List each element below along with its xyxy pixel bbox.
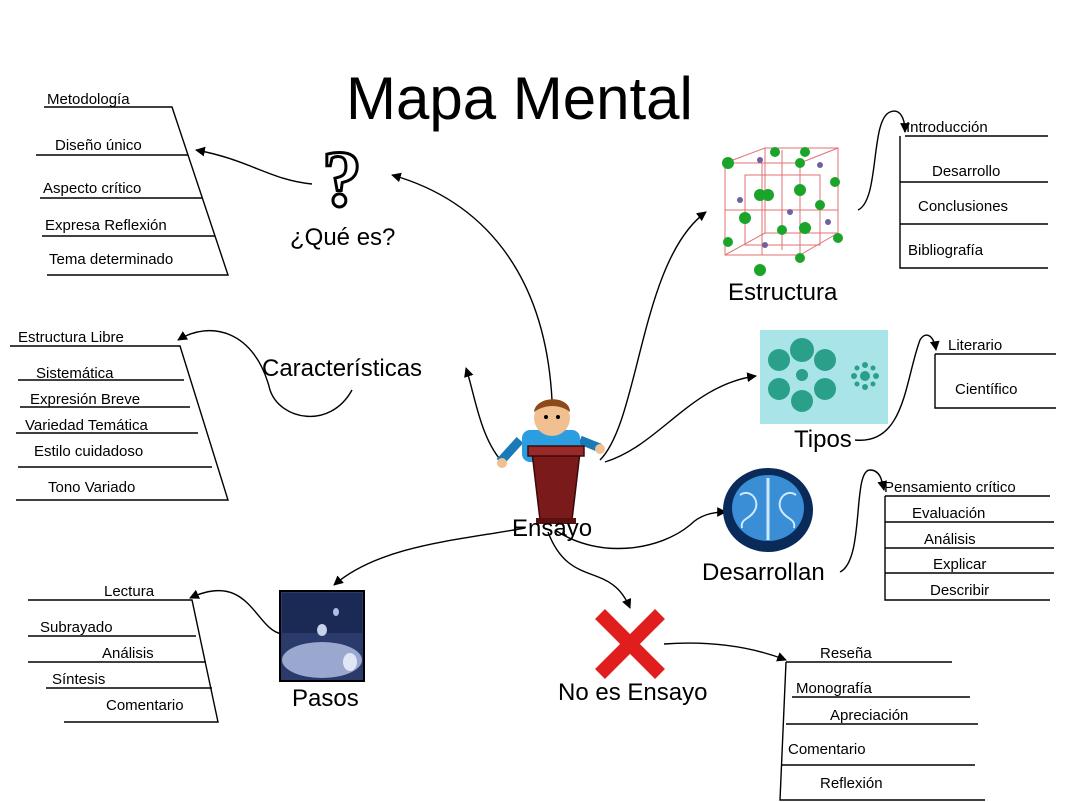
estructura-item: Bibliografía [908, 242, 984, 259]
desarrollan-item: Explicar [933, 556, 987, 573]
desarrollan-item: Análisis [924, 531, 976, 548]
caracteristicas-list-frame [10, 345, 229, 501]
pasos-item: Comentario [106, 697, 184, 714]
no-es-item: Apreciación [830, 707, 909, 724]
que-es-item: Diseño único [55, 137, 142, 154]
caracteristicas-item: Estructura Libre [18, 329, 124, 346]
caracteristicas-item: Expresión Breve [30, 391, 141, 408]
tipos-item: Científico [955, 381, 1018, 398]
que-es-list-frame [44, 106, 229, 276]
center-label: Ensayo [512, 515, 593, 542]
desarrollan-item: Evaluación [912, 505, 986, 522]
desarrollan-label: Desarrollan [702, 559, 825, 586]
no-es-item: Comentario [788, 741, 866, 758]
desarrollan-item: Describir [930, 582, 990, 599]
brain-icon [723, 468, 813, 552]
que-es-item: Metodología [47, 91, 130, 108]
tipos-item: Literario [948, 337, 1003, 354]
estructura-item: Introducción [906, 119, 988, 136]
pasos-label: Pasos [292, 685, 359, 712]
no-es-item: Reseña [820, 645, 872, 662]
pasos-item: Análisis [102, 645, 154, 662]
caracteristicas-item: Sistemática [36, 365, 114, 382]
estructura-label: Estructura [728, 279, 838, 306]
pasos-list-frame [28, 599, 219, 723]
estructura-item: Desarrollo [932, 163, 1001, 180]
caracteristicas-label: Características [262, 355, 423, 382]
tipos-dots-icon [760, 330, 888, 424]
pasos-item: Síntesis [52, 671, 106, 688]
question-mark-icon: ? [321, 135, 364, 226]
map-title: Mapa Mental [346, 65, 693, 132]
no-es-item: Monografía [796, 680, 872, 697]
pasos-item: Subrayado [40, 619, 113, 636]
svg-text:?: ? [322, 136, 362, 224]
caracteristicas-item: Variedad Temática [25, 417, 148, 434]
caracteristicas-item: Tono Variado [48, 479, 136, 496]
que-es-item: Tema determinado [49, 251, 174, 268]
que-es-item: Aspecto crítico [43, 180, 142, 197]
no-es-item: Reflexión [820, 775, 883, 792]
que-es-label: ¿Qué es? [290, 224, 396, 251]
footprints-image-icon [279, 590, 365, 682]
speaker-at-lectern-icon [496, 399, 605, 524]
red-cross-icon [595, 609, 665, 679]
desarrollan-item: Pensamiento crítico [884, 479, 1016, 496]
crystal-lattice-icon [722, 147, 843, 276]
que-es-item: Expresa Reflexión [45, 217, 167, 234]
tipos-label: Tipos [794, 426, 852, 453]
no-es-label: No es Ensayo [558, 679, 708, 706]
estructura-item: Conclusiones [918, 198, 1009, 215]
pasos-item: Lectura [104, 583, 155, 600]
caracteristicas-item: Estilo cuidadoso [34, 443, 144, 460]
